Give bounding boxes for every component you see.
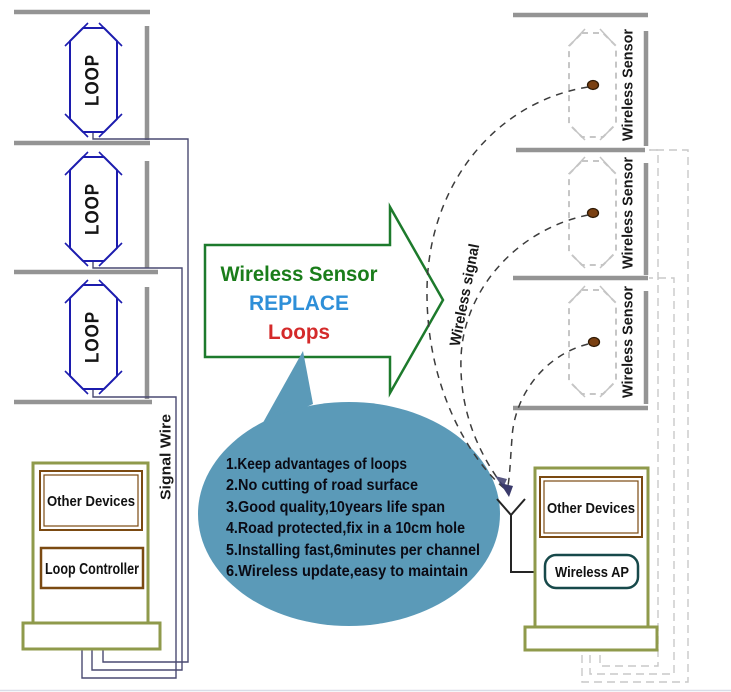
- replace-arrow: Wireless Sensor REPLACE Loops: [203, 202, 445, 398]
- other-devices-label: Other Devices: [47, 493, 135, 510]
- loop-label-3: LOOP: [83, 311, 104, 363]
- sensor-label-1: Wireless Sensor: [620, 29, 637, 141]
- bubble-point-5: 5.Installing fast,6minutes per channel: [226, 542, 480, 559]
- arrow-line-1: Wireless Sensor: [221, 263, 378, 286]
- sensor-dot-1: [586, 79, 600, 91]
- sensor-corner-ticks: [572, 156, 613, 269]
- wireless-signal-curves: [426, 86, 589, 497]
- benefits-bubble: 1.Keep advantages of loops 2.No cutting …: [198, 351, 500, 626]
- other-devices-box: [539, 476, 643, 538]
- right-road-lanes: [513, 12, 649, 411]
- signal-wire-2: [91, 261, 183, 671]
- sensor-corner-ticks: [572, 285, 613, 398]
- bubble-body: [198, 402, 500, 626]
- wireless-ap-label: Wireless AP: [555, 564, 629, 581]
- right-cabinet: Other Devices Wireless AP: [523, 466, 659, 652]
- left-road-lanes: [14, 9, 158, 405]
- sensor-dot-2: [586, 207, 600, 219]
- sensor-dot-3: [587, 336, 601, 348]
- loop-label-1: LOOP: [83, 54, 104, 106]
- signal-curve-1: [426, 86, 589, 490]
- bubble-point-4: 4.Road protected,fix in a 10cm hole: [226, 520, 465, 537]
- wireless-sensor-3: Wireless Sensor: [568, 285, 637, 398]
- other-devices-inner-border: [43, 474, 139, 527]
- other-devices-box: [39, 470, 143, 531]
- left-cabinet: Other Devices Loop Controller: [21, 461, 162, 651]
- bubble-point-6: 6.Wireless update,easy to maintain: [226, 563, 468, 580]
- arrow-line-2: REPLACE: [249, 292, 349, 315]
- loop-1: LOOP: [64, 22, 123, 138]
- loop-3: LOOP: [64, 279, 123, 395]
- cabinet-base: [21, 621, 162, 651]
- loop-2: LOOP: [64, 151, 123, 267]
- ghost-wire-1: [599, 149, 659, 667]
- wireless-sensor-2: Wireless Sensor: [568, 156, 637, 269]
- signal-wire-3: [81, 389, 177, 679]
- ghost-wire-3: [581, 149, 689, 683]
- sensor-corner-ticks: [572, 28, 613, 141]
- loop-corner-ticks: [64, 22, 123, 138]
- other-devices-label: Other Devices: [547, 500, 635, 517]
- loop-corner-ticks: [64, 279, 123, 395]
- bubble-point-2: 2.No cutting of road surface: [226, 477, 418, 494]
- sensor-label-2: Wireless Sensor: [620, 157, 637, 269]
- wireless-sensor-1: Wireless Sensor: [568, 28, 637, 141]
- loop-label-2: LOOP: [83, 183, 104, 235]
- bubble-point-3: 3.Good quality,10years life span: [226, 499, 445, 516]
- signal-wire-label: Signal Wire: [158, 414, 175, 500]
- wireless-ap-box: [543, 553, 640, 590]
- arrow-line-3: Loops: [268, 321, 330, 344]
- other-devices-inner-border: [543, 480, 639, 534]
- bubble-point-1: 1.Keep advantages of loops: [226, 456, 407, 473]
- sensor-label-3: Wireless Sensor: [620, 286, 637, 398]
- loop-corner-ticks: [64, 151, 123, 267]
- loop-controller-box: [39, 546, 145, 590]
- antenna-fork-icon: [496, 498, 526, 517]
- loop-controller-label: Loop Controller: [45, 561, 139, 578]
- cabinet-base: [523, 625, 659, 652]
- signal-arrowhead-2: [495, 476, 507, 488]
- arrow-shape: [203, 202, 445, 398]
- signal-curve-3: [506, 343, 589, 492]
- wireless-signal-label: Wireless signal: [447, 242, 484, 347]
